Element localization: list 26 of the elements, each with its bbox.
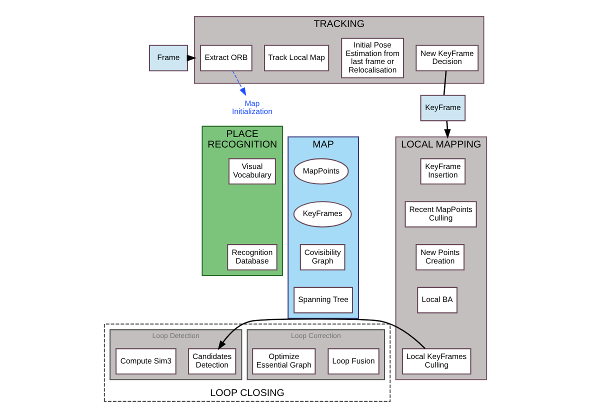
- node-box: Extract ORB: [199, 44, 252, 72]
- node-box: KeyFrame Insertion: [420, 158, 466, 185]
- node-box: Spanning Tree: [293, 286, 353, 314]
- node-box: Frame: [148, 44, 188, 72]
- node-box: Loop Fusion: [327, 348, 379, 375]
- node-box: Visual Vocabulary: [228, 158, 276, 185]
- node-box: KeyFrame: [420, 94, 466, 122]
- node-ellipse: KeyFrames: [292, 201, 352, 228]
- node-box: Recent MapPoints Culling: [404, 201, 476, 228]
- node-box: Local KeyFrames Culling: [401, 348, 471, 375]
- node-box: Initial Pose Estimation from last frame or Relocalisation: [340, 38, 404, 78]
- arrow: [232, 70, 246, 96]
- node-box: New Points Creation: [415, 244, 464, 270]
- node-box: Candidates Detection: [188, 348, 236, 375]
- node-box: Local BA: [416, 286, 458, 314]
- node-ellipse: MapPoints: [293, 158, 348, 185]
- arrow: [217, 318, 426, 350]
- node-box: Optimize Essential Graph: [252, 348, 316, 375]
- connector: [442, 70, 446, 96]
- node-box: Track Local Map: [264, 44, 329, 72]
- node-box: Compute Sim3: [115, 348, 176, 375]
- arrow: [444, 120, 450, 139]
- node-box: Covisibility Graph: [299, 244, 345, 270]
- node-box: Recognition Database: [226, 244, 277, 270]
- node-box: New KeyFrame Decision: [415, 44, 478, 72]
- node-text: Map Initialization: [232, 98, 272, 116]
